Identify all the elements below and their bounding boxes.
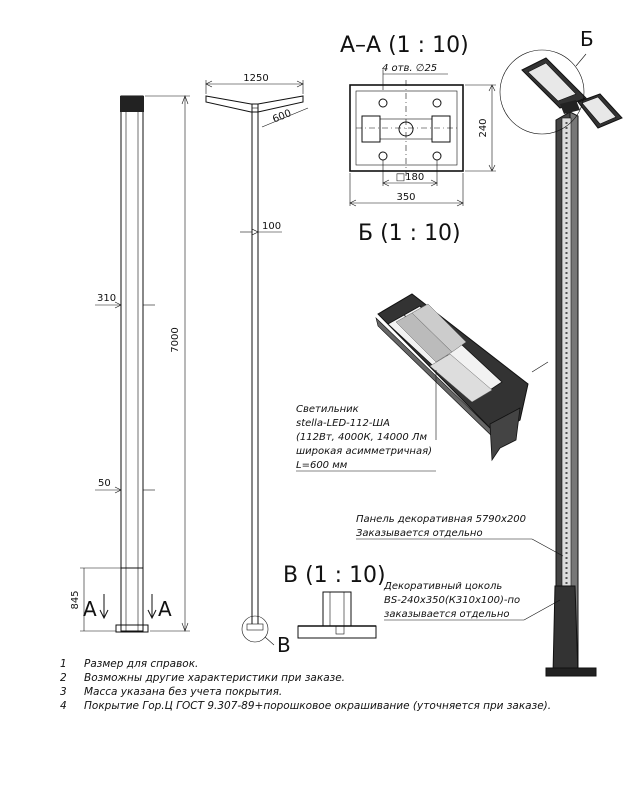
callout-line: Декоративный цоколь [383,581,502,592]
callout-line: широкая асимметричная) [296,446,432,457]
section-a-right: А [158,597,172,621]
dim-flange-width: 350 [396,192,415,203]
mounting-hole [432,98,442,108]
holes-label: 4 отв. ∅25 [382,63,437,74]
note-text: Покрытие Гор.Ц ГОСТ 9.307-89+порошковое … [84,700,551,712]
detail-v-marker: В [277,633,291,657]
luminaire-callout: Светильник stella-LED-112-ША (112Вт, 400… [296,404,436,472]
note-text: Возможны другие характеристики при заказ… [84,672,345,684]
view-b-title: Б (1 : 10) [358,221,461,246]
detail-flange [297,625,377,639]
note-number: 4 [60,700,67,712]
callout-line: заказывается отдельно [384,609,509,620]
dim-flange-height: 240 [478,118,489,137]
detail-v-base: В (1 : 10) [283,563,386,639]
panel-callout: Панель декоративная 5790х200 Заказываетс… [356,514,564,557]
section-a-left: А [83,597,97,621]
note-text: Размер для справок. [84,658,198,670]
note-number: 1 [60,658,67,670]
dim-base-height: 845 [70,590,81,609]
detail-b-marker: Б [580,27,594,51]
flange-plate [349,84,464,172]
note-text: Масса указана без учета покрытия. [84,686,282,698]
dim-pole-diameter: 100 [262,221,281,232]
pole-front-view: 7000 310 50 845 А А [70,95,190,633]
pole-arm [205,95,304,113]
note-number: 3 [60,686,67,698]
pole-cap [120,96,144,112]
base-callout: Декоративный цоколь BS-240х350(К310х100)… [383,581,561,621]
dim-hole-square: □180 [396,172,425,183]
dim-pole-bottom-width: 50 [98,478,111,489]
notes: 1 Размер для справок. 2 Возможны другие … [60,658,551,712]
pole-body [120,95,144,632]
mounting-hole [378,151,388,161]
callout-line: Заказывается отдельно [356,528,483,539]
callout-line: Панель декоративная 5790х200 [356,514,526,525]
dim-pole-height: 7000 [170,327,181,352]
section-aa-flange: А–А (1 : 10) 4 отв. ∅25 □180 350 [340,33,496,246]
mounting-hole [432,151,442,161]
section-aa-title: А–А (1 : 10) [340,33,469,58]
callout-line: BS-240х350(К310х100)-по [384,595,520,606]
callout-line: (112Вт, 4000К, 14000 Лм [296,432,427,443]
note-number: 2 [60,672,67,684]
luminaire-detail [375,293,549,462]
dim-pole-top-width: 310 [97,293,116,304]
dim-arm-length: 600 [271,108,293,125]
decorative-base [552,585,579,675]
pole-flange [115,624,149,633]
callout-line: L=600 мм [296,460,348,471]
view-v-title: В (1 : 10) [283,563,386,588]
pole-side-view: 1250 600 100 В [205,73,309,657]
mounting-hole [378,98,388,108]
dim-arm-span: 1250 [243,73,268,84]
pole-3d-view: Б [499,27,623,677]
callout-line: Светильник [296,404,359,415]
callout-line: stella-LED-112-ША [296,418,390,429]
